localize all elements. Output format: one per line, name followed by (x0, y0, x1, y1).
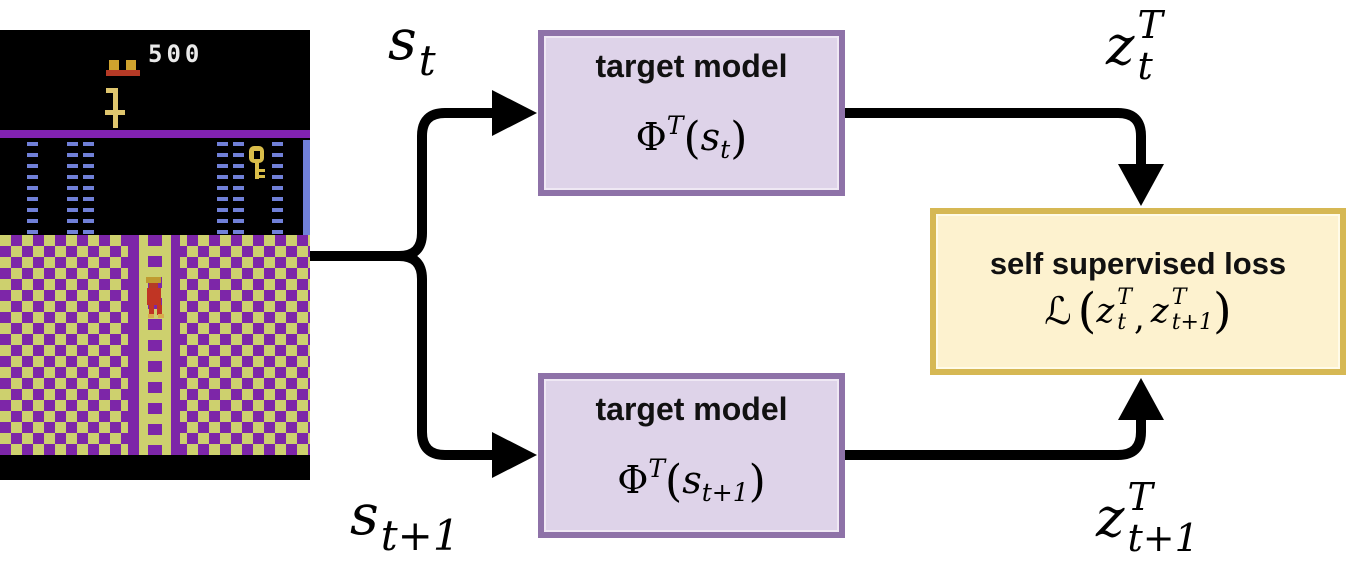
ladder-dashes (67, 142, 78, 237)
phi-symbol: Φ (635, 115, 667, 159)
game-score: 500 (148, 40, 204, 68)
self-supervised-loss-box: self supervised loss ℒ ( z T t , z T t+1 (930, 208, 1346, 375)
player-sprite (149, 305, 154, 315)
inventory-item-icon (123, 60, 140, 77)
key-icon (255, 162, 259, 179)
arrowhead-into-loss-top (1118, 164, 1164, 206)
formula-arg-sub: t+1 (701, 478, 749, 507)
embedding-label-sup: T (1137, 3, 1163, 47)
target-model-box-bottom: target model ΦT(st+1) (538, 373, 845, 538)
embedding-label-base: z (1096, 485, 1125, 549)
open-paren: ( (683, 113, 701, 164)
loss-z1-sup: T (1117, 285, 1132, 310)
arrowhead-into-loss-bottom (1118, 378, 1164, 420)
ladder-dashes (217, 142, 228, 237)
formula-sup: T (666, 111, 684, 140)
box-title: self supervised loss (989, 245, 1287, 281)
comma: , (1133, 297, 1145, 338)
formula-sup: T (648, 454, 666, 483)
embedding-label-zt: z T t (1106, 6, 1163, 85)
sword-icon (113, 88, 118, 128)
item-base (123, 70, 140, 76)
player-sprite (147, 288, 161, 305)
state-label-st1: st+1 (350, 483, 460, 560)
player-sprite (157, 305, 162, 315)
target-model-box-top: target model ΦT(st) (538, 30, 845, 196)
platform-line (0, 130, 310, 138)
player-sprite (149, 283, 158, 289)
loss-z1-sub: t (1117, 310, 1127, 335)
key-icon (259, 169, 265, 172)
ladder-dashes (27, 142, 38, 237)
item-top (109, 60, 119, 72)
state-label-base: s (350, 483, 379, 548)
arrow-branch-bottom (398, 251, 497, 460)
player-sprite (146, 277, 161, 283)
loss-z2-sub: t+1 (1171, 310, 1213, 335)
key-icon (254, 151, 260, 159)
box-title: target model (595, 391, 788, 427)
box-formula: ΦT(st) (636, 111, 748, 164)
loss-z1-base: z (1096, 290, 1115, 331)
phi-symbol: Φ (617, 458, 649, 502)
embedding-label-sup: T (1127, 475, 1153, 519)
item-base (106, 70, 123, 76)
embedding-label-sub: t+1 (1127, 516, 1199, 560)
key-icon (259, 175, 265, 178)
sword-icon (106, 88, 114, 93)
player-sprite (148, 314, 154, 318)
formula-arg-sub: t (720, 135, 731, 164)
box-formula: ΦT(st+1) (617, 454, 766, 507)
open-paren: ( (665, 456, 683, 507)
arrow-branch-top (398, 108, 497, 261)
embedding-label-zt1: z T t+1 (1096, 478, 1199, 557)
ladder-rail (162, 235, 171, 455)
ladder-dashes (233, 142, 244, 237)
ladder-rail (139, 235, 148, 455)
sword-icon (105, 110, 125, 115)
embedding-label-sub: t (1137, 44, 1153, 88)
item-top (126, 60, 136, 72)
formula-arg: s (682, 458, 702, 502)
arrow-top-to-loss (845, 108, 1146, 166)
ladder-dashes (272, 142, 283, 237)
arrowhead-top-input (492, 90, 537, 136)
state-label-sub: t+1 (380, 511, 460, 560)
box-title: target model (595, 48, 788, 84)
arrow-bottom-to-loss (845, 417, 1146, 460)
arrowhead-bottom-input (492, 432, 537, 478)
state-label-base: s (388, 8, 417, 73)
loss-z2-base: z (1150, 290, 1169, 331)
embedding-label-base: z (1106, 13, 1135, 77)
close-paren: ) (730, 113, 748, 164)
wall-bar (303, 140, 310, 237)
loss-formula: ℒ ( z T t , z T t+1 ) (1044, 282, 1232, 339)
formula-arg: s (700, 115, 721, 159)
close-paren: ) (748, 456, 766, 507)
state-label-sub: t (418, 36, 436, 85)
ladder-dashes (83, 142, 94, 237)
player-sprite (158, 314, 164, 318)
game-frame: 500 (0, 30, 310, 480)
loss-z2-sup: T (1171, 285, 1187, 310)
state-label-st: st (388, 8, 436, 85)
inventory-item-icon (106, 60, 123, 77)
loss-operator: ℒ (1044, 288, 1072, 333)
